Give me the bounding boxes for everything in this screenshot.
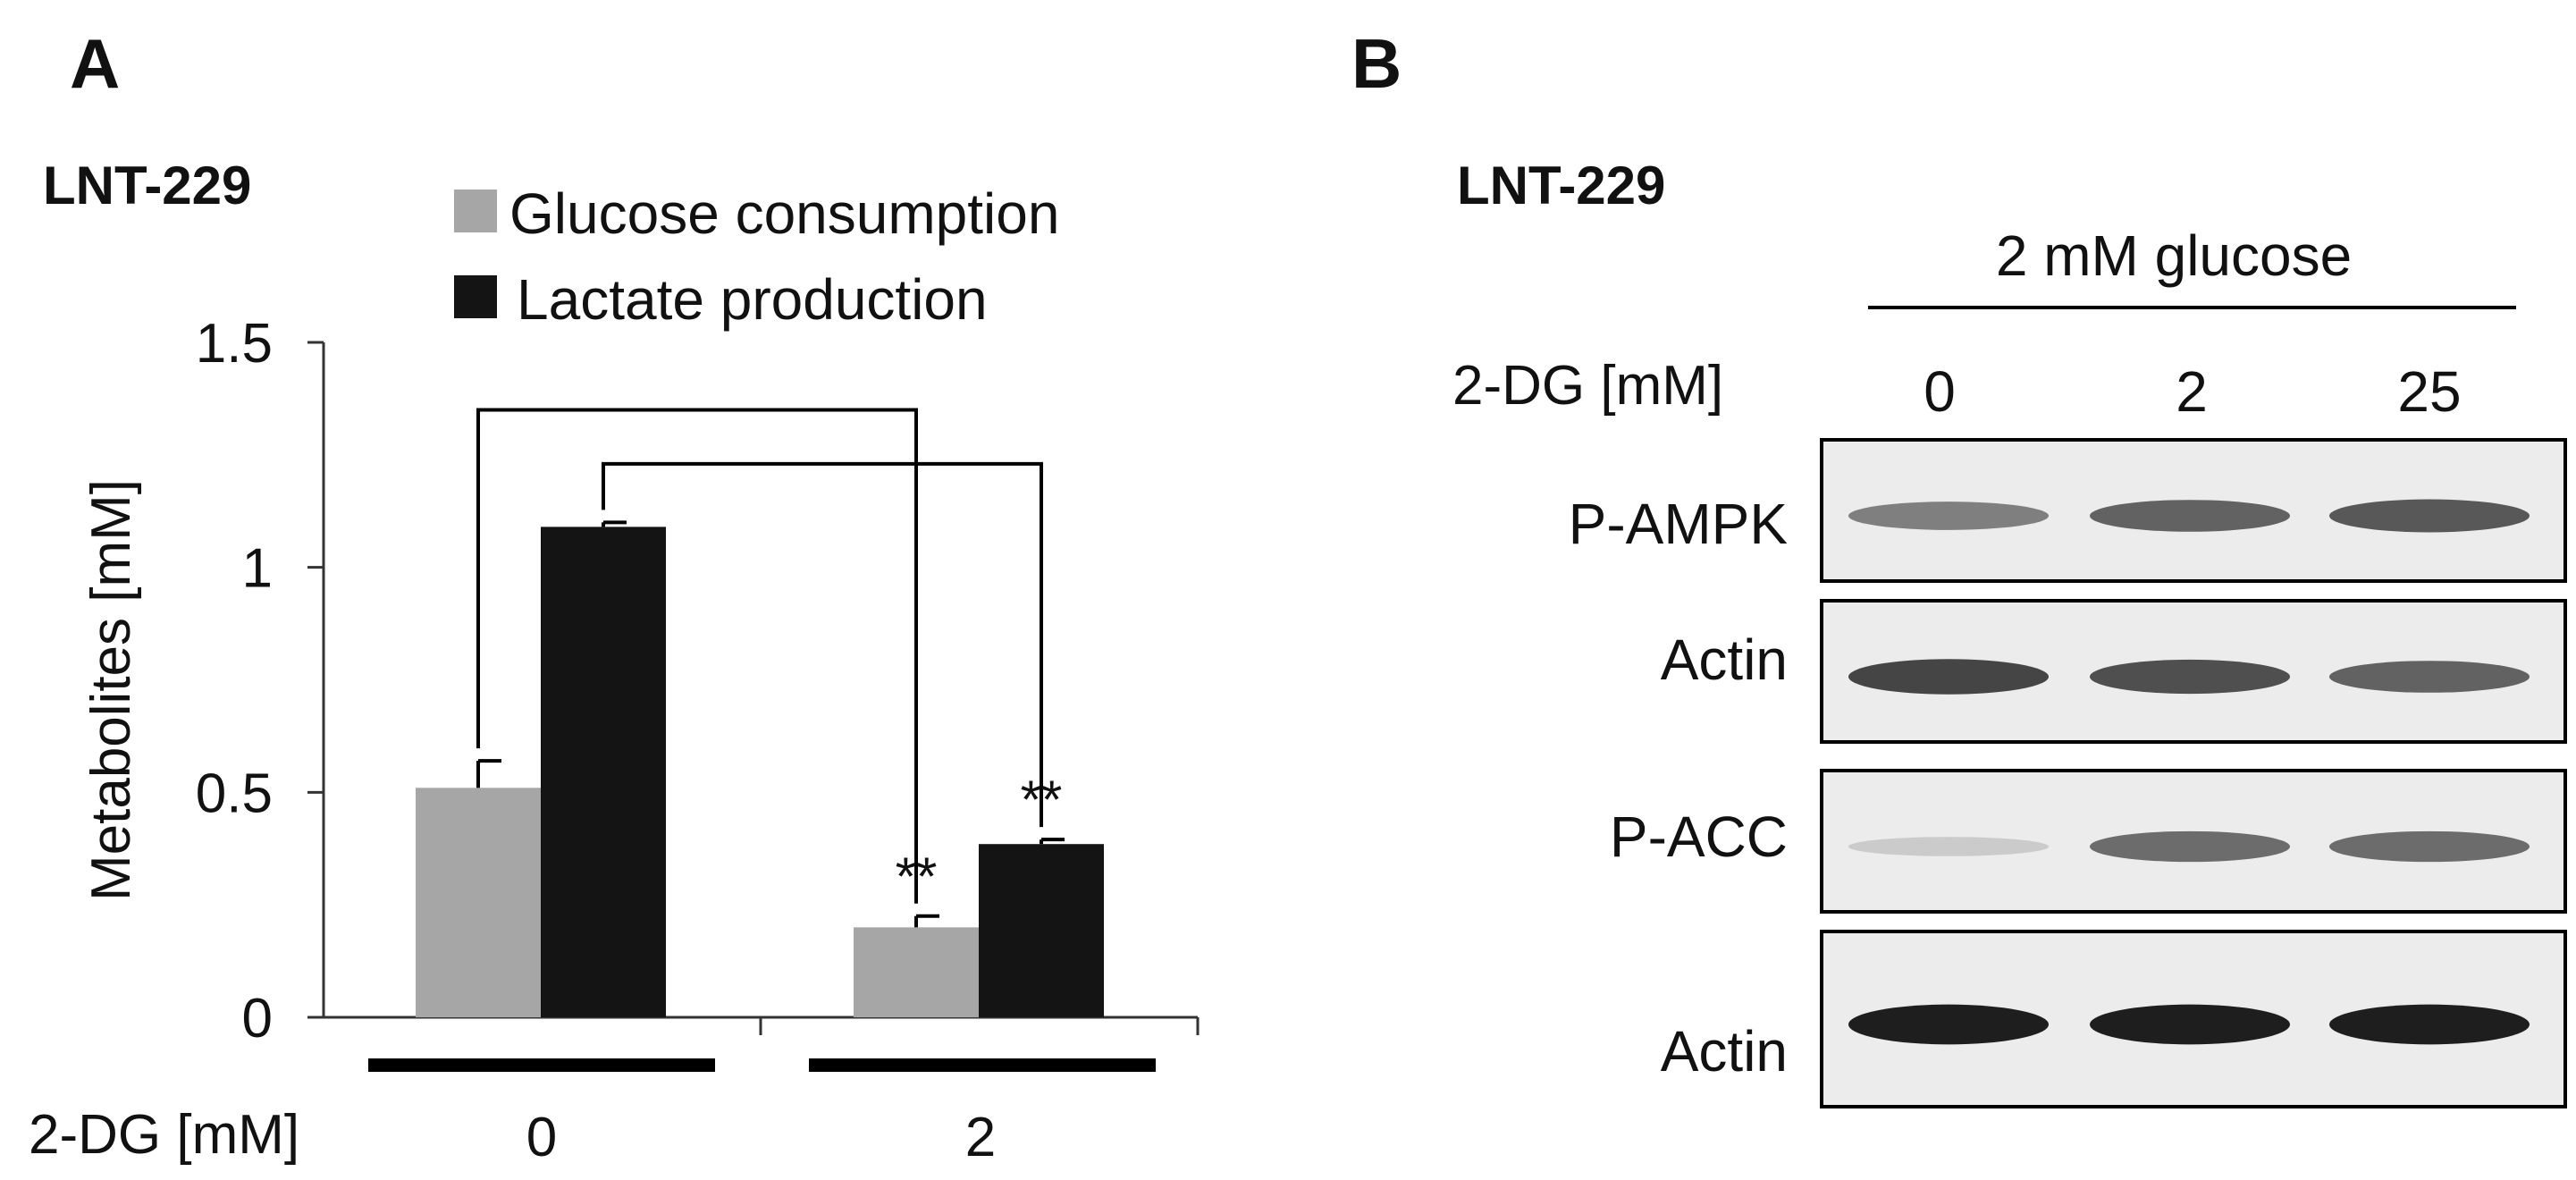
- blot-band: [2090, 659, 2290, 695]
- bar-lactate-2: [979, 844, 1104, 1017]
- blot-band: [2090, 830, 2290, 863]
- y-axis-label: Metabolites [mM]: [80, 479, 142, 901]
- bars: [416, 520, 1104, 1017]
- blot-band: [1848, 1004, 2049, 1045]
- bar-glucose-2: [854, 927, 979, 1017]
- panel-b-western-blot: B LNT-229 2 mM glucose 2-DG [mM] 0 2 25 …: [1351, 24, 2567, 1108]
- bar-glucose-0: [416, 788, 541, 1017]
- glucose-condition-label: 2 mM glucose: [1996, 223, 2352, 288]
- bar-lactate-0: [541, 527, 666, 1017]
- blot-band: [2329, 830, 2530, 863]
- blot-label-p-ampk: P-AMPK: [1569, 492, 1788, 556]
- blot-strips: [1820, 438, 2567, 1108]
- significance-bracket: [602, 461, 1043, 828]
- legend-swatch-glucose: [454, 190, 497, 232]
- significance-brackets: ** **: [476, 408, 1063, 906]
- panel-b-letter: B: [1351, 24, 1402, 103]
- legend-swatch-lactate: [454, 275, 497, 318]
- y-tick-label: 0: [242, 988, 273, 1049]
- significance-bracket: [476, 408, 918, 904]
- lane-label-25: 25: [2397, 359, 2461, 424]
- blot-band: [2329, 661, 2530, 693]
- x-category-label-0: 0: [526, 1107, 557, 1168]
- blot-band: [2090, 1004, 2290, 1045]
- group-bar-2: [809, 1058, 1156, 1072]
- x-category-label-2: 2: [965, 1107, 996, 1168]
- x-axis-label: 2-DG [mM]: [29, 1104, 299, 1166]
- significance-label: **: [1021, 770, 1063, 830]
- blot-label-actin-1: Actin: [1661, 628, 1788, 692]
- y-axis-ticks: 0 0.5 1 1.5: [196, 313, 324, 1049]
- y-tick-label: 1.5: [196, 313, 273, 375]
- panel-b-cell-line: LNT-229: [1457, 156, 1665, 215]
- group-bar-0: [368, 1058, 715, 1072]
- significance-label: **: [896, 847, 938, 906]
- panel-a-bar-chart: A LNT-229 Glucose consumption Lactate pr…: [29, 24, 1200, 1168]
- blot-band: [2329, 1004, 2530, 1045]
- lane-label-0: 0: [1924, 359, 1956, 424]
- blot-band: [2090, 500, 2290, 532]
- panel-a-letter: A: [70, 24, 120, 103]
- blot-band: [1848, 502, 2049, 530]
- dose-label: 2-DG [mM]: [1452, 355, 1723, 417]
- blot-band: [1848, 837, 2049, 856]
- blot-label-p-acc: P-ACC: [1610, 805, 1788, 869]
- blot-band: [1848, 659, 2049, 695]
- y-tick-label: 1: [242, 538, 273, 600]
- y-tick-label: 0.5: [196, 763, 273, 824]
- panel-a-cell-line: LNT-229: [43, 156, 251, 215]
- legend-label-glucose: Glucose consumption: [509, 181, 1059, 246]
- blot-label-actin-2: Actin: [1661, 1019, 1788, 1083]
- blot-band: [2329, 499, 2530, 533]
- lane-label-2: 2: [2176, 359, 2208, 424]
- legend-label-lactate: Lactate production: [517, 267, 988, 332]
